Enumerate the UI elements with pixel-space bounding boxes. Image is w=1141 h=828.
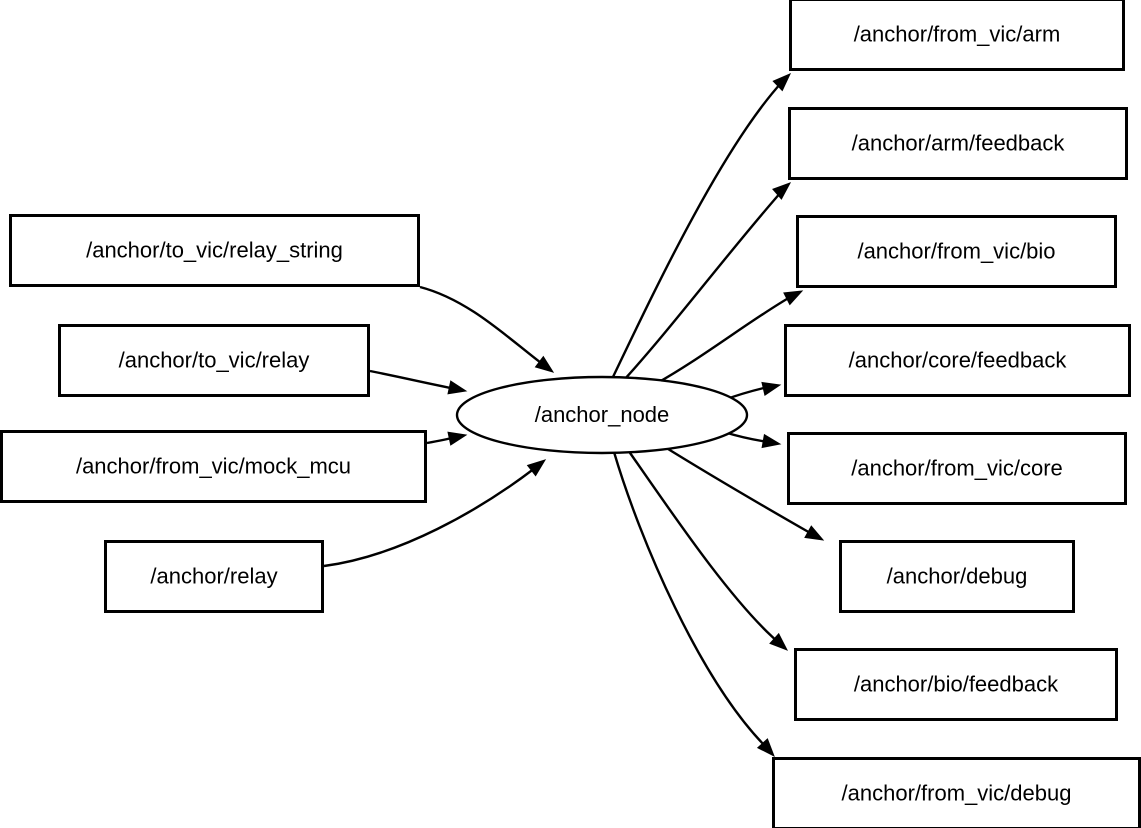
publisher-topic-to_vic_relay[interactable]: /anchor/to_vic/relay	[58, 324, 370, 397]
edge-line	[659, 442, 813, 536]
subscriber-topic-bio_feedback[interactable]: /anchor/bio/feedback	[794, 648, 1118, 721]
arrow-head-icon	[804, 525, 825, 541]
edge-line	[610, 81, 783, 380]
edge-node-to-from-vic-core	[723, 430, 782, 449]
publisher-topic-to_vic_relay_string[interactable]: /anchor/to_vic/relay_string	[9, 214, 420, 287]
subscriber-topic-core_feedback[interactable]: /anchor/core/feedback	[784, 324, 1131, 397]
edge-node-to-core-feedback	[723, 381, 782, 402]
node-rect[interactable]	[784, 324, 1131, 397]
arrow-head-icon	[772, 182, 792, 200]
edge-node-to-arm-feedback	[622, 182, 792, 382]
arrow-head-icon	[761, 433, 782, 449]
subscriber-topic-from_vic_debug[interactable]: /anchor/from_vic/debug	[772, 757, 1141, 828]
subscriber-topic-from_vic_core[interactable]: /anchor/from_vic/core	[787, 432, 1127, 505]
arrow-head-icon	[783, 290, 804, 306]
node-ellipse[interactable]	[455, 375, 749, 455]
subscriber-topic-arm_feedback[interactable]: /anchor/arm/feedback	[788, 107, 1128, 180]
edge-line	[323, 467, 536, 568]
arrow-head-icon	[761, 381, 782, 396]
edge-mock-mcu-to-node	[426, 431, 468, 446]
arrow-head-icon	[526, 459, 547, 477]
subscriber-topic-from_vic_bio[interactable]: /anchor/from_vic/bio	[796, 215, 1117, 288]
center-node-anchor_node[interactable]: /anchor_node	[455, 375, 749, 455]
edge-relay-string-to-node	[419, 285, 555, 373]
edge-line	[612, 451, 767, 748]
node-rect[interactable]	[104, 540, 324, 613]
publisher-topic-relay[interactable]: /anchor/relay	[104, 540, 324, 613]
node-rect[interactable]	[796, 215, 1117, 288]
subscriber-topic-from_vic_arm[interactable]: /anchor/from_vic/arm	[789, 0, 1125, 71]
node-rect[interactable]	[58, 324, 370, 397]
arrow-head-icon	[772, 73, 792, 92]
edge-node-to-from-vic-arm	[610, 73, 792, 380]
publisher-topic-from_vic_mock_mcu[interactable]: /anchor/from_vic/mock_mcu	[0, 430, 427, 503]
edge-line	[649, 294, 793, 389]
edge-line	[419, 285, 546, 367]
arrow-head-icon	[534, 355, 555, 373]
node-rect[interactable]	[789, 0, 1125, 71]
node-rect[interactable]	[9, 214, 420, 287]
edge-line	[369, 369, 457, 391]
node-rect[interactable]	[794, 648, 1118, 721]
node-rect[interactable]	[788, 107, 1128, 180]
edge-line	[627, 449, 779, 643]
node-rect[interactable]	[839, 540, 1075, 613]
edge-node-to-bio-feedback	[627, 449, 789, 651]
edge-relay-node-to-node	[323, 459, 547, 568]
subscriber-topic-debug[interactable]: /anchor/debug	[839, 540, 1075, 613]
edge-line	[622, 190, 783, 382]
arrow-head-icon	[447, 380, 468, 395]
edge-node-to-from-vic-bio	[649, 290, 804, 389]
arrow-head-icon	[769, 632, 789, 651]
edge-relay-to-node	[369, 369, 468, 395]
edge-node-to-debug	[659, 442, 825, 541]
node-rect[interactable]	[772, 757, 1141, 828]
node-rect[interactable]	[0, 430, 427, 503]
arrow-head-icon	[447, 431, 468, 446]
node-rect[interactable]	[787, 432, 1127, 505]
arrow-head-icon	[756, 738, 775, 758]
edge-node-to-from-vic-debug	[612, 451, 775, 758]
